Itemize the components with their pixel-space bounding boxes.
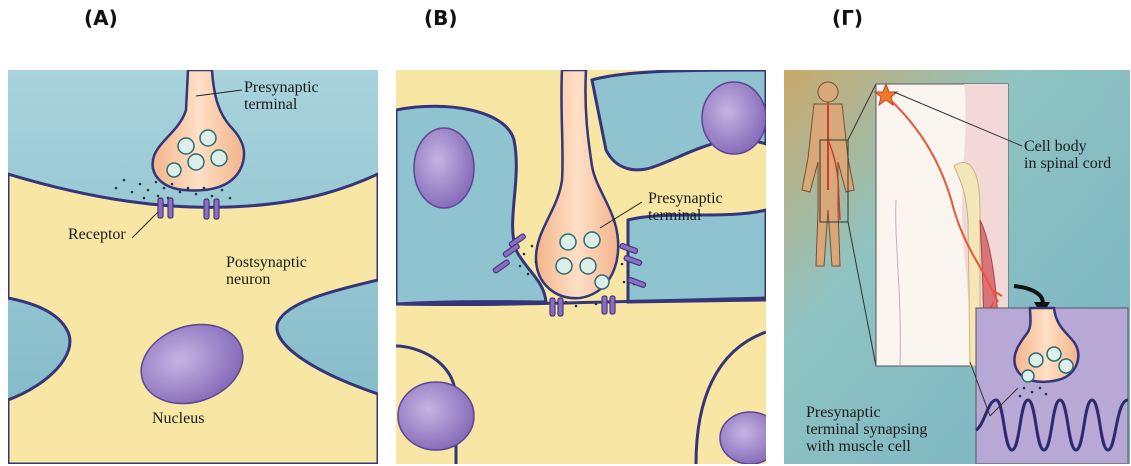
label-c-synapse-1: Presynaptic xyxy=(806,404,881,421)
panel-b-svg xyxy=(396,70,766,464)
label-b-presynaptic-2: terminal xyxy=(648,207,701,224)
label-c-cellbody-1: Cell body xyxy=(1024,138,1087,155)
label-a-presynaptic-1: Presynaptic xyxy=(244,79,319,96)
nucleus-upper-right xyxy=(702,82,766,154)
nucleus-upper-left xyxy=(414,128,474,208)
label-b-presynaptic-1: Presynaptic xyxy=(648,190,723,207)
label-a-postsynaptic-1: Postsynaptic xyxy=(226,254,307,271)
label-c-cellbody-2: in spinal cord xyxy=(1024,155,1111,172)
panel-letter-c: (Γ) xyxy=(832,6,863,30)
label-a-receptor: Receptor xyxy=(68,226,126,243)
panel-a-svg xyxy=(8,70,378,464)
panel-a-illustration xyxy=(8,70,378,464)
panel-b-illustration xyxy=(396,70,766,464)
panel-letter-a: (A) xyxy=(84,6,118,30)
nucleus-lower-left xyxy=(398,382,474,450)
label-c-synapse-2: terminal synapsing xyxy=(806,421,927,438)
label-a-presynaptic-2: terminal xyxy=(244,96,297,113)
label-a-postsynaptic-2: neuron xyxy=(226,271,270,288)
label-a-nucleus: Nucleus xyxy=(152,410,204,427)
panel-letter-b: (B) xyxy=(424,6,458,30)
label-c-synapse-3: with muscle cell xyxy=(806,438,911,455)
